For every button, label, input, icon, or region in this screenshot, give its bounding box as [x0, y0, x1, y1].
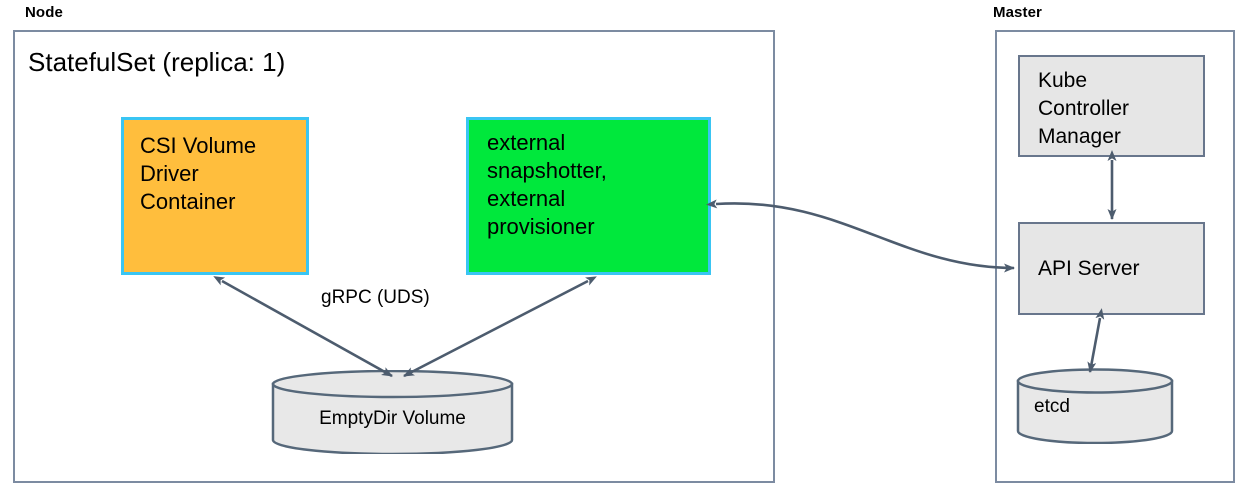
- grpc-uds-edge-label: gRPC (UDS): [321, 287, 430, 308]
- emptydir-volume-cylinder[interactable]: [271, 369, 514, 456]
- etcd-cylinder-shape: [1016, 368, 1174, 445]
- api-server-label: API Server: [1038, 256, 1140, 280]
- emptydir-cylinder-shape: [271, 369, 514, 456]
- external-sidecars-label: external snapshotter, external provision…: [487, 130, 607, 240]
- node-group-label: Node: [25, 4, 63, 21]
- csi-volume-driver-container-label: CSI Volume Driver Container: [140, 133, 257, 215]
- etcd-label: etcd: [1034, 396, 1070, 417]
- emptydir-volume-label: EmptyDir Volume: [319, 408, 466, 429]
- external-sidecars-box[interactable]: external snapshotter, external provision…: [466, 117, 711, 275]
- kube-controller-manager-box[interactable]: Kube Controller Manager: [1018, 55, 1205, 157]
- kube-controller-manager-label: Kube Controller Manager: [1038, 69, 1130, 148]
- csi-volume-driver-container-box[interactable]: CSI Volume Driver Container: [121, 117, 309, 275]
- etcd-cylinder[interactable]: [1016, 368, 1174, 445]
- api-server-box[interactable]: API Server: [1018, 222, 1205, 315]
- master-group-label: Master: [993, 4, 1042, 21]
- statefulset-title: StatefulSet (replica: 1): [28, 47, 286, 77]
